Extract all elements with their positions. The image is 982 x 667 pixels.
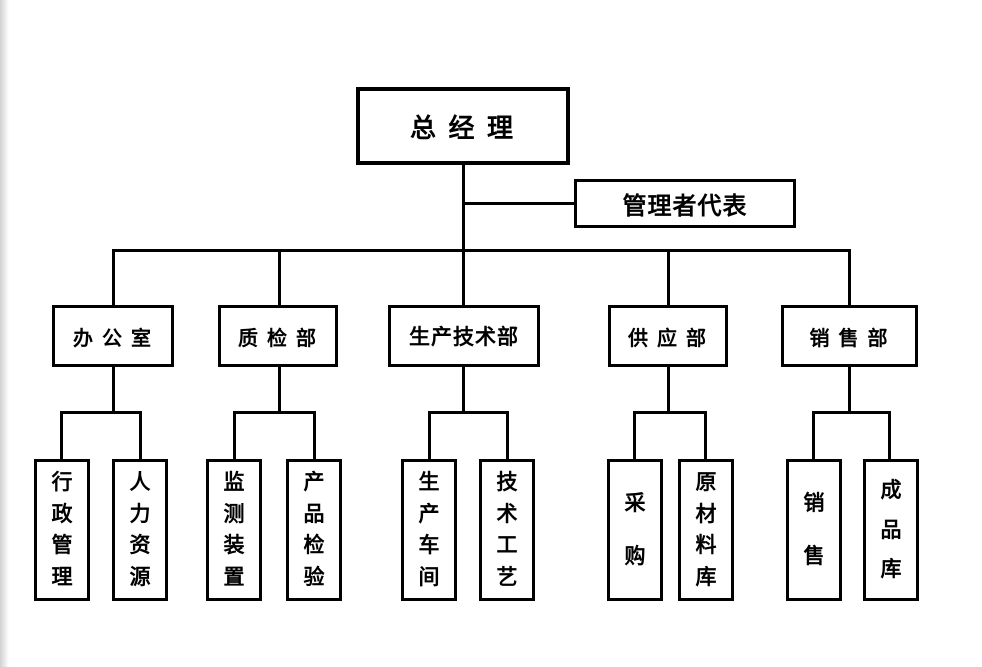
connector-office-child1	[60, 411, 63, 459]
node-label: 销 售 部	[809, 327, 890, 350]
node-monitoring-equipment: 监测装置	[206, 459, 262, 601]
node-label: 原材料库	[695, 470, 717, 589]
connector-supply-child1	[633, 411, 636, 459]
node-label: 生产技术部	[409, 325, 519, 349]
node-raw-materials-warehouse: 原材料库	[678, 459, 734, 601]
node-label: 技术工艺	[496, 470, 518, 589]
connector-prod-child1	[428, 411, 431, 459]
node-product-inspection: 产品检验	[286, 459, 342, 601]
node-label: 行政管理	[51, 470, 73, 589]
node-label: 管理者代表	[622, 194, 748, 220]
connector-qc-child1	[233, 411, 236, 459]
node-general-manager: 总 经 理	[356, 87, 570, 165]
connector-office-stem	[112, 367, 115, 413]
node-office-dept: 办 公 室	[52, 305, 174, 367]
node-supply-dept: 供 应 部	[608, 305, 728, 367]
node-quality-inspection-dept: 质 检 部	[218, 305, 338, 367]
connector-to-representative	[463, 202, 574, 205]
connector-office-child2	[139, 411, 142, 459]
connector-supply-split	[633, 411, 707, 414]
connector-qc-child2	[313, 411, 316, 459]
node-production-workshop: 生产车间	[401, 459, 457, 601]
node-label: 质 检 部	[238, 327, 318, 350]
node-human-resources: 人力资源	[112, 459, 168, 601]
connector-office-split	[60, 411, 142, 414]
node-label: 总 经 理	[409, 113, 516, 143]
connector-sales-stem	[848, 367, 851, 413]
node-production-technology-dept: 生产技术部	[388, 305, 540, 367]
node-label: 监测装置	[223, 470, 245, 589]
connector-prod-split	[428, 411, 509, 414]
connector-drop-sales	[848, 250, 851, 305]
connector-prod-child2	[506, 411, 509, 459]
node-administrative-management: 行政管理	[34, 459, 90, 601]
connector-prod-stem	[462, 367, 465, 413]
node-sales-unit: 销售	[786, 459, 842, 601]
node-sales-dept: 销 售 部	[781, 305, 918, 367]
node-procurement: 采购	[607, 459, 663, 601]
node-technical-process: 技术工艺	[479, 459, 535, 601]
connector-drop-supply	[667, 250, 670, 305]
node-finished-goods-warehouse: 成品库	[863, 459, 919, 601]
connector-sales-split	[812, 411, 891, 414]
connector-supply-child2	[704, 411, 707, 459]
node-label: 供 应 部	[628, 327, 708, 350]
node-label: 生产车间	[418, 470, 440, 589]
node-label: 采购	[624, 491, 646, 568]
node-label: 人力资源	[129, 470, 151, 589]
node-management-representative: 管理者代表	[574, 179, 796, 228]
connector-sales-child1	[812, 411, 815, 459]
connector-qc-split	[233, 411, 316, 414]
connector-drop-office	[112, 250, 115, 305]
node-label: 销售	[803, 491, 825, 568]
connector-qc-stem	[278, 367, 281, 413]
node-label: 办 公 室	[73, 327, 153, 350]
node-label: 成品库	[880, 478, 902, 581]
connector-drop-qc	[278, 250, 281, 305]
node-label: 产品检验	[303, 470, 325, 589]
connector-ceo-vertical	[462, 165, 465, 306]
connector-sales-child2	[888, 411, 891, 459]
connector-main-rail	[112, 249, 851, 252]
connector-supply-stem	[667, 367, 670, 413]
